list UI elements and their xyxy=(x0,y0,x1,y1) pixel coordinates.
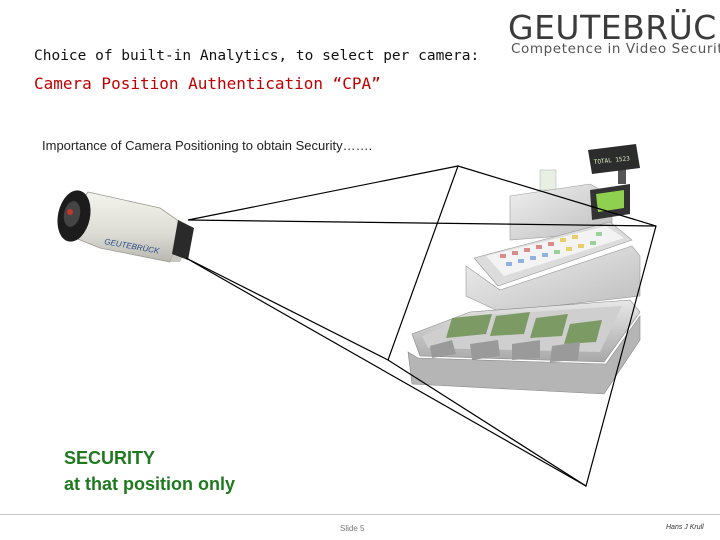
author-credit: Hans J Krull xyxy=(666,524,704,531)
register-display-text: TOTAL 1523 xyxy=(593,155,630,166)
security-camera-icon: GEUTEBRÜCK xyxy=(57,190,194,263)
field-of-view-lines xyxy=(185,165,657,487)
security-subtitle: at that position only xyxy=(64,474,235,494)
slide-number: Slide 5 xyxy=(340,524,365,533)
footer-divider xyxy=(0,514,720,515)
security-title: SECURITY xyxy=(64,448,156,468)
logo-tagline: Competence in Video Security xyxy=(511,41,720,57)
slide-heading-line1: Choice of built-in Analytics, to select … xyxy=(34,48,480,64)
slide-subtitle: Importance of Camera Positioning to obta… xyxy=(42,138,373,153)
geutebrueck-logo: GEUTEBRÜCK xyxy=(508,8,720,47)
cash-register-icon: TOTAL 1523 xyxy=(407,144,641,395)
slide-heading-line2: Camera Position Authentication “CPA” xyxy=(34,74,381,93)
